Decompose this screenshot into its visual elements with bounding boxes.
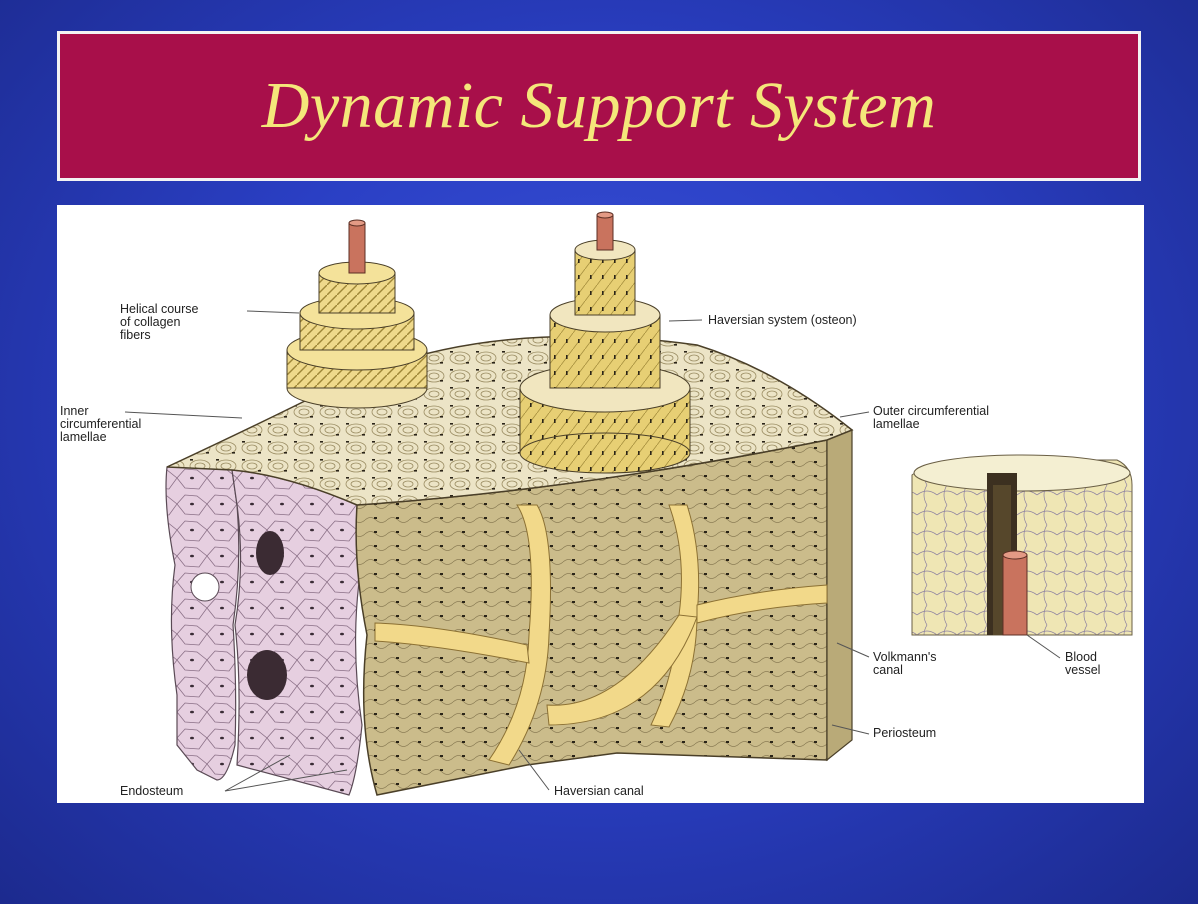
- bone-illustration: [57, 205, 1144, 803]
- slide-title: Dynamic Support System: [262, 68, 937, 144]
- label-volkmann-canal-2: canal: [873, 664, 903, 677]
- label-blood-vessel-2: vessel: [1065, 664, 1100, 677]
- label-haversian-canal: Haversian canal: [554, 785, 644, 798]
- label-helical-collagen-3: fibers: [120, 329, 151, 342]
- label-inner-lamellae-3: lamellae: [60, 431, 107, 444]
- title-banner: Dynamic Support System: [57, 31, 1141, 181]
- label-outer-lamellae-2: lamellae: [873, 418, 920, 431]
- bone-diagram: Helical course of collagen fibers Inner …: [57, 205, 1144, 803]
- label-haversian-system: Haversian system (osteon): [708, 314, 857, 327]
- label-periosteum: Periosteum: [873, 727, 936, 740]
- label-endosteum: Endosteum: [120, 785, 183, 798]
